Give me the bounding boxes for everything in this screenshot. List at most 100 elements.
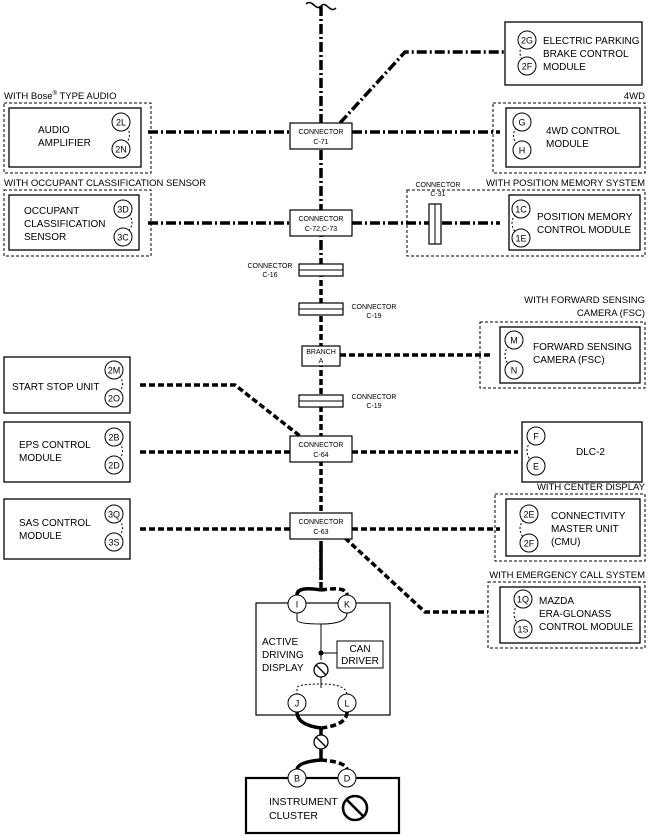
svg-text:CONNECTOR: CONNECTOR xyxy=(352,304,397,311)
add-pin-l: L xyxy=(344,699,349,709)
fsc-pin-n: N xyxy=(511,366,518,376)
fourwd-pin-g: G xyxy=(518,118,525,128)
prohibition-icon xyxy=(313,734,329,750)
svg-text:CONNECTOR: CONNECTOR xyxy=(299,442,344,449)
add-label-3: DISPLAY xyxy=(262,663,304,674)
prohibition-icon xyxy=(341,794,369,822)
connector-c19-upper: CONNECTOR C-19 xyxy=(298,302,397,320)
eps-module: 2B 2D EPS CONTROL MODULE xyxy=(3,421,131,483)
cmu-label-2: MASTER UNIT xyxy=(551,524,619,535)
era-label-3: CONTROL MODULE xyxy=(539,622,633,633)
cmu-pin-2e: 2E xyxy=(523,510,534,520)
audio-label-2: AMPLIFIER xyxy=(38,138,91,149)
posmem-pin-1c: 1C xyxy=(515,205,527,215)
sas-pin-3q: 3Q xyxy=(108,510,120,520)
prohibition-icon xyxy=(313,662,329,678)
ocs-pin-3d: 3D xyxy=(117,205,129,215)
posmem-header: WITH POSITION MEMORY SYSTEM xyxy=(486,178,645,189)
posmem-label-1: POSITION MEMORY xyxy=(537,212,633,223)
epb-line xyxy=(338,50,505,125)
fourwd-header: 4WD xyxy=(624,91,645,102)
add-module: I K CAN DRIVER J L ACTIVE DRIVING DISPLA… xyxy=(255,587,391,716)
ssu-pin-2o: 2O xyxy=(108,394,120,404)
svg-text:C-63: C-63 xyxy=(313,529,328,536)
fsc-label-2: CAMERA (FSC) xyxy=(533,355,605,366)
ssu-label: START STOP UNIT xyxy=(12,382,99,393)
dlc-module: F E DLC-2 xyxy=(521,421,643,483)
ocs-pin-3c: 3C xyxy=(117,233,129,243)
epb-module: 2G 2F ELECTRIC PARKING BRAKE CONTROL MOD… xyxy=(504,21,643,86)
cluster-label-1: INSTRUMENT xyxy=(269,796,338,808)
dlc-pin-e: E xyxy=(533,462,539,472)
era-label-1: MAZDA xyxy=(539,596,574,607)
svg-text:BRANCH: BRANCH xyxy=(306,349,336,356)
fourwd-pin-h: H xyxy=(519,146,526,156)
svg-text:CONNECTOR: CONNECTOR xyxy=(299,519,344,526)
ssu-line xyxy=(140,383,302,438)
cluster-pin-d: D xyxy=(344,774,351,784)
cmu-header: WITH CENTER DISPLAY xyxy=(537,482,646,493)
dlc-label: DLC-2 xyxy=(576,447,605,458)
can-driver-label-2: DRIVER xyxy=(341,656,379,667)
cluster-module: B D INSTRUMENT CLUSTER xyxy=(244,768,401,835)
fsc-header-1: WITH FORWARD SENSING xyxy=(524,295,645,306)
sas-label-2: MODULE xyxy=(19,531,62,542)
add-pin-k: K xyxy=(344,600,350,610)
audio-label-1: AUDIO xyxy=(38,125,70,136)
can-driver-label-1: CAN xyxy=(349,644,370,655)
epb-label-1: ELECTRIC PARKING xyxy=(543,36,640,47)
audio-module: WITH Bose® TYPE AUDIO 2L 2N AUDIO AMPLIF… xyxy=(3,90,152,174)
c31-label-2: C-31 xyxy=(430,191,445,198)
ocs-label-2: CLASSIFICATION xyxy=(24,219,106,230)
audio-pin-2l: 2L xyxy=(116,118,126,128)
ocs-label-1: OCCUPANT xyxy=(24,206,79,217)
branch-a: BRANCH A xyxy=(301,345,341,367)
era-pin-1q: 1Q xyxy=(517,595,529,605)
add-pin-j: J xyxy=(295,699,300,709)
fourwd-module: 4WD G H 4WD CONTROL MODULE xyxy=(492,91,646,174)
eps-pin-2b: 2B xyxy=(108,433,119,443)
svg-text:C-16: C-16 xyxy=(262,272,277,279)
svg-text:C-19: C-19 xyxy=(366,313,381,320)
epb-label-2: BRAKE CONTROL xyxy=(543,49,629,60)
c31-label-1: CONNECTOR xyxy=(416,182,461,189)
svg-text:CONNECTOR: CONNECTOR xyxy=(299,129,344,136)
era-line xyxy=(343,536,488,614)
fsc-label-1: FORWARD SENSING xyxy=(533,342,632,353)
ssu-pin-2m: 2M xyxy=(108,366,121,376)
era-pin-1s: 1S xyxy=(517,625,528,635)
connector-c64: CONNECTOR C-64 xyxy=(289,435,353,463)
connector-c19-lower: CONNECTOR C-19 xyxy=(298,394,397,410)
epb-label-3: MODULE xyxy=(543,62,586,73)
svg-text:CONNECTOR: CONNECTOR xyxy=(248,263,293,270)
cmu-module: WITH CENTER DISPLAY 2E 2F CONNECTIVITY M… xyxy=(494,482,646,562)
connector-c71: CONNECTOR C-71 xyxy=(289,122,353,150)
ocs-module: WITH OCCUPANT CLASSIFICATION SENSOR 3D 3… xyxy=(3,178,206,257)
ssu-module: 2M 2O START STOP UNIT xyxy=(3,356,131,414)
fsc-header-2: CAMERA (FSC) xyxy=(577,308,645,319)
eps-label-1: EPS CONTROL xyxy=(19,440,91,451)
cluster-pin-b: B xyxy=(294,774,300,784)
cmu-label-1: CONNECTIVITY xyxy=(551,511,626,522)
svg-text:CONNECTOR: CONNECTOR xyxy=(352,394,397,401)
cluster-label-2: CLUSTER xyxy=(269,810,318,822)
epb-pin-2g: 2G xyxy=(521,36,533,46)
connector-c63: CONNECTOR C-63 xyxy=(289,512,353,540)
posmem-module: CONNECTOR C-31 WITH POSITION MEMORY SYST… xyxy=(406,178,646,257)
ocs-header: WITH OCCUPANT CLASSIFICATION SENSOR xyxy=(4,178,206,189)
sas-pin-3s: 3S xyxy=(108,538,119,548)
add-label-2: DRIVING xyxy=(262,650,304,661)
audio-pin-2n: 2N xyxy=(115,145,127,155)
posmem-pin-1e: 1E xyxy=(515,234,526,244)
svg-text:C-64: C-64 xyxy=(313,452,328,459)
connector-c72-c73: CONNECTOR C-72,C-73 xyxy=(289,209,353,237)
dlc-pin-f: F xyxy=(533,432,539,442)
svg-text:CONNECTOR: CONNECTOR xyxy=(299,216,344,223)
fourwd-label-1: 4WD CONTROL xyxy=(546,126,620,137)
trunk-break-symbol xyxy=(305,1,337,11)
audio-header: WITH Bose® TYPE AUDIO xyxy=(4,90,116,102)
fsc-pin-m: M xyxy=(510,336,518,346)
svg-text:C-19: C-19 xyxy=(366,403,381,410)
posmem-label-2: CONTROL MODULE xyxy=(537,225,631,236)
